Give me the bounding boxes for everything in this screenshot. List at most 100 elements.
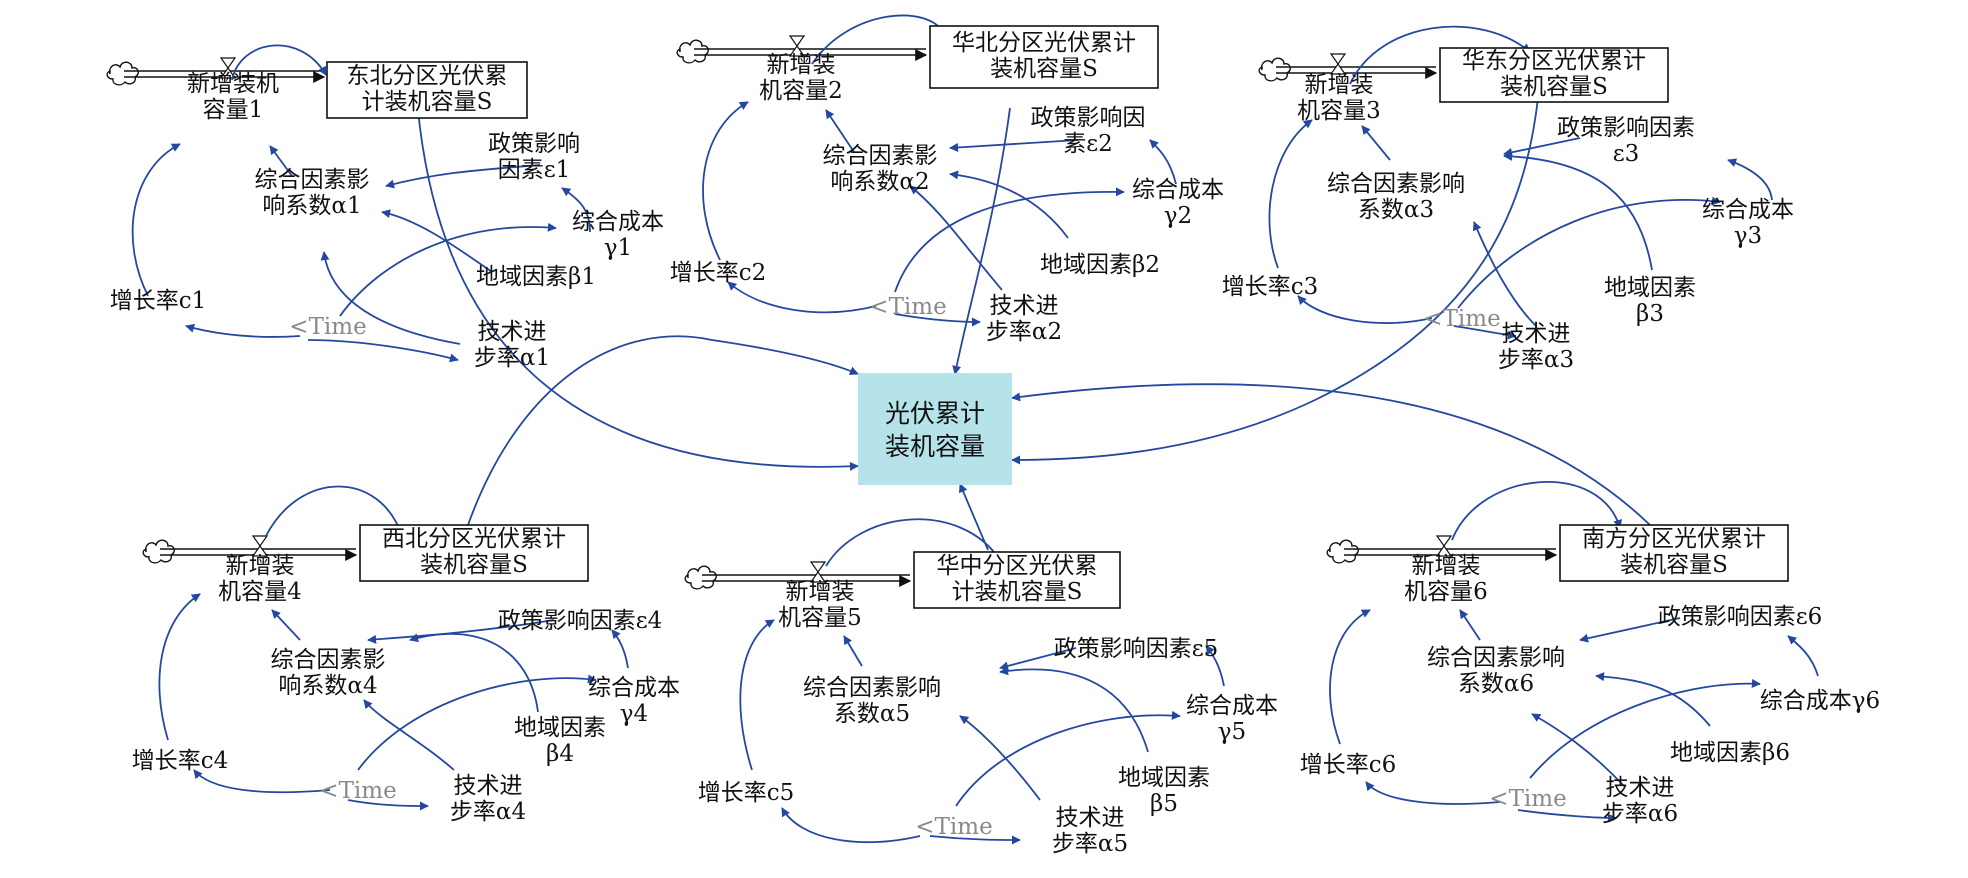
- region1-causal-link: [307, 339, 459, 363]
- region6-factor-label-line-1: 综合因素影响: [1427, 645, 1565, 671]
- region3-time-label: <Time: [1423, 306, 1500, 332]
- region5-causal-link: [1205, 645, 1225, 687]
- region5-causal-link: [781, 807, 921, 844]
- valve-icon: [251, 535, 269, 557]
- region3-geo-label-line-2: β3: [1636, 301, 1664, 327]
- region4-policy-label-line-1: 政策影响因素ε4: [498, 608, 663, 634]
- region3-tech-label-line-2: 步率α3: [1498, 347, 1574, 373]
- cloud-icon: [106, 61, 139, 86]
- region3-causal-link: [1727, 158, 1773, 201]
- region6-causal-link: [1595, 672, 1711, 727]
- region2-causal-link: [949, 139, 1079, 152]
- region2-time-label: <Time: [869, 294, 946, 320]
- region6-causal-link: [1529, 678, 1761, 779]
- region6-causal-link: [1365, 781, 1501, 805]
- region3-causal-link: [1297, 295, 1433, 324]
- region1-factor-label-line-2: 响系数α1: [262, 193, 361, 219]
- valve-icon: [1435, 535, 1453, 557]
- region6-policy-label-line-1: 政策影响因素ε6: [1658, 604, 1823, 630]
- region2-stock-label-line-2: 装机容量S: [990, 56, 1098, 82]
- region2-causal-link: [894, 313, 981, 327]
- region6-causal-link: [1459, 609, 1481, 641]
- region2-causal-link: [811, 14, 945, 65]
- region3-stock-label-line-2: 装机容量S: [1500, 74, 1608, 100]
- region5-tech-label-line-2: 步率α5: [1052, 831, 1128, 857]
- region3-rate-label-line-1: 新增装: [1305, 72, 1374, 98]
- region6-causal-link: [1517, 809, 1617, 823]
- region6-causal-link: [1787, 635, 1819, 677]
- region2-geo-label-line-1: 地域因素β2: [1040, 252, 1160, 278]
- region5-rate-label-line-1: 新增装: [786, 579, 855, 605]
- link-region5-center: [959, 483, 989, 551]
- region4-rate-label-line-1: 新增装: [226, 553, 295, 579]
- region3-causal-link: [1349, 25, 1531, 85]
- center-stock: 光伏累计 装机容量: [858, 373, 1012, 485]
- region2-growth-label-line-1: 增长率c2: [670, 260, 767, 286]
- region3-cost-label-line-2: γ3: [1734, 223, 1762, 249]
- region1-stock-label-line-2: 计装机容量S: [362, 89, 493, 115]
- region5-rate-label-line-2: 机容量5: [778, 605, 862, 631]
- region6-time-label: <Time: [1489, 786, 1566, 812]
- region1-causal-link: [269, 145, 293, 177]
- region3-factor-label-line-1: 综合因素影响: [1327, 171, 1465, 197]
- region2-causal-link: [702, 101, 749, 261]
- region3-policy-label-line-2: ε3: [1613, 141, 1640, 167]
- region2-policy-label-line-2: 素ε2: [1063, 131, 1113, 157]
- valve-icon: [219, 57, 237, 79]
- region5-causal-link: [955, 710, 1181, 807]
- center-links: [417, 97, 1651, 551]
- region3-rate-label-line-2: 机容量3: [1297, 98, 1381, 124]
- region1-causal-link: [231, 44, 327, 81]
- region1-causal-link: [561, 187, 591, 233]
- region3-stock-label-line-1: 华东分区光伏累计: [1462, 48, 1646, 74]
- region5-stock-label-line-2: 计装机容量S: [952, 579, 1083, 605]
- region6-rate-label-line-1: 新增装: [1412, 553, 1481, 579]
- region4-geo-label-line-2: β4: [546, 741, 574, 767]
- region1-causal-link: [185, 323, 301, 338]
- region2-cost-label-line-2: γ2: [1164, 203, 1192, 229]
- region4-factor-label-line-1: 综合因素影: [271, 647, 386, 673]
- region6-causal-link: [1451, 481, 1623, 541]
- region1-geo-label-line-1: 地域因素β1: [476, 264, 596, 290]
- region4-causal-link: [271, 609, 301, 641]
- region4-causal-link: [265, 485, 404, 537]
- region2-rate-label-line-1: 新增装: [767, 52, 836, 78]
- region5-geo-label-line-1: 地域因素: [1118, 765, 1210, 791]
- region4-tech-label-line-1: 技术进: [454, 773, 523, 799]
- region4-growth-label-line-1: 增长率c4: [132, 748, 229, 774]
- valve-icon: [809, 561, 827, 583]
- region1-causal-link: [381, 209, 493, 273]
- region3-causal-link: [1503, 137, 1581, 157]
- region2-causal-link: [909, 185, 1003, 291]
- region3-stock-box: [1439, 47, 1669, 103]
- region1-policy-label-line-2: 因素ε1: [498, 157, 571, 183]
- region6-stock-box: [1559, 524, 1789, 582]
- region1-time-label: <Time: [289, 314, 366, 340]
- region3-causal-link: [1503, 151, 1653, 271]
- region6-rate-label-line-2: 机容量6: [1404, 579, 1488, 605]
- region1-stock-label-line-1: 东北分区光伏累: [347, 63, 508, 89]
- region2-causal-link: [1149, 139, 1177, 185]
- region1-causal-link: [320, 251, 461, 345]
- region4-stock-box: [359, 524, 589, 582]
- region1-tech-label-line-2: 步率α1: [474, 345, 550, 371]
- region2-causal-link: [727, 281, 877, 314]
- cloud-icon: [684, 565, 717, 590]
- link-region1-center: [417, 109, 859, 471]
- region4-rate-label-line-2: 机容量4: [218, 579, 302, 605]
- region3-factor-label-line-2: 系数α3: [1358, 197, 1434, 223]
- region1-causal-link: [339, 222, 557, 317]
- region4-causal-link: [193, 769, 331, 794]
- region2-tech-label-line-2: 步率α2: [986, 319, 1062, 345]
- region4-causal-link: [158, 593, 201, 741]
- region4-geo-label-line-1: 地域因素: [514, 715, 606, 741]
- region1-causal-link: [385, 164, 541, 189]
- region4-stock-label-line-2: 装机容量S: [420, 552, 528, 578]
- link-region4-center: [467, 335, 859, 526]
- cloud-icon: [1326, 539, 1359, 564]
- region4-causal-link: [611, 629, 629, 669]
- regions: 东北分区光伏累计装机容量S新增装机容量1综合因素影响系数α1政策影响因素ε1综合…: [106, 14, 1880, 857]
- region2-policy-label-line-1: 政策影响因: [1031, 105, 1146, 131]
